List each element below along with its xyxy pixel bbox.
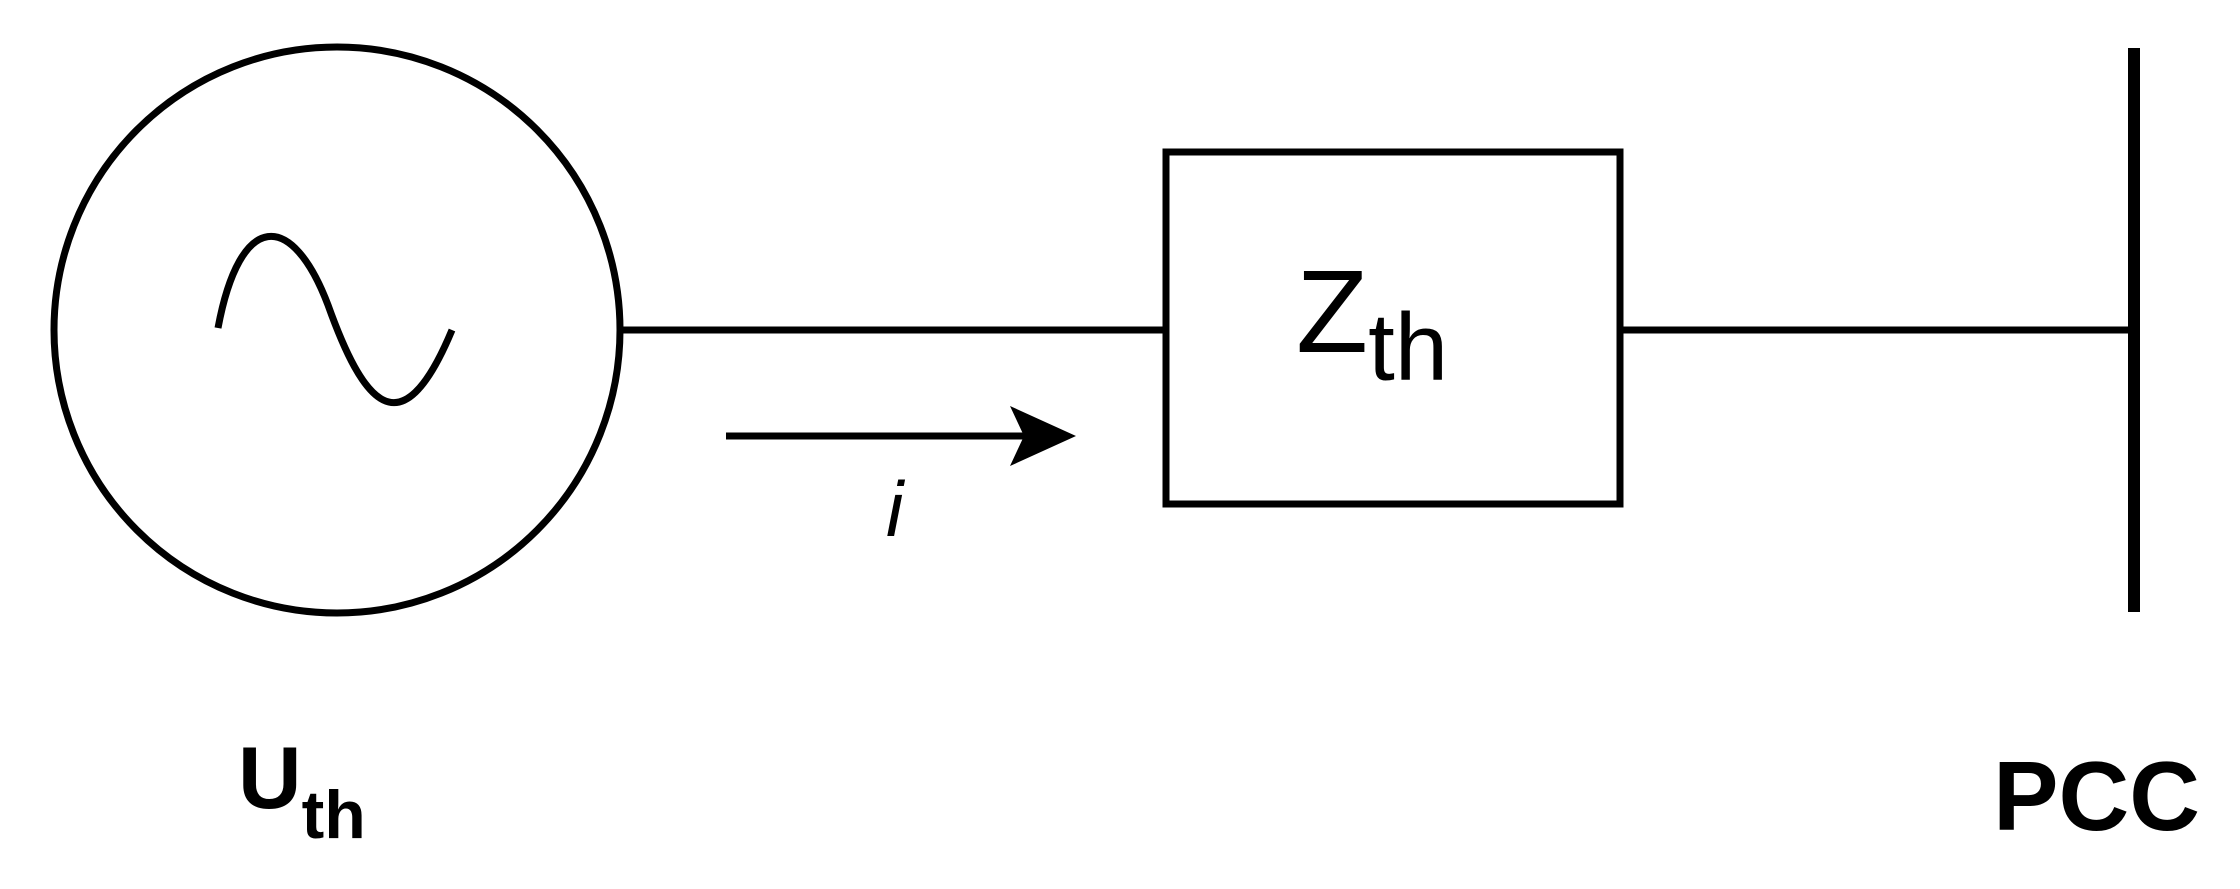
voltage-source	[50, 43, 624, 617]
current-arrow	[726, 406, 1076, 466]
impedance-symbol: Z	[1296, 246, 1368, 378]
current-label: i	[886, 465, 906, 553]
source-symbol: U	[238, 728, 302, 827]
impedance-label: Zth	[1296, 246, 1448, 401]
impedance-subscript: th	[1368, 294, 1448, 401]
source-subscript: th	[302, 777, 366, 853]
sine-wave-icon	[214, 232, 456, 406]
pcc-label: PCC	[1993, 741, 2200, 851]
impedance-block: Zth	[1162, 148, 1624, 508]
current-arrow-head-icon	[1010, 406, 1076, 466]
source-label: Uth	[238, 728, 366, 853]
